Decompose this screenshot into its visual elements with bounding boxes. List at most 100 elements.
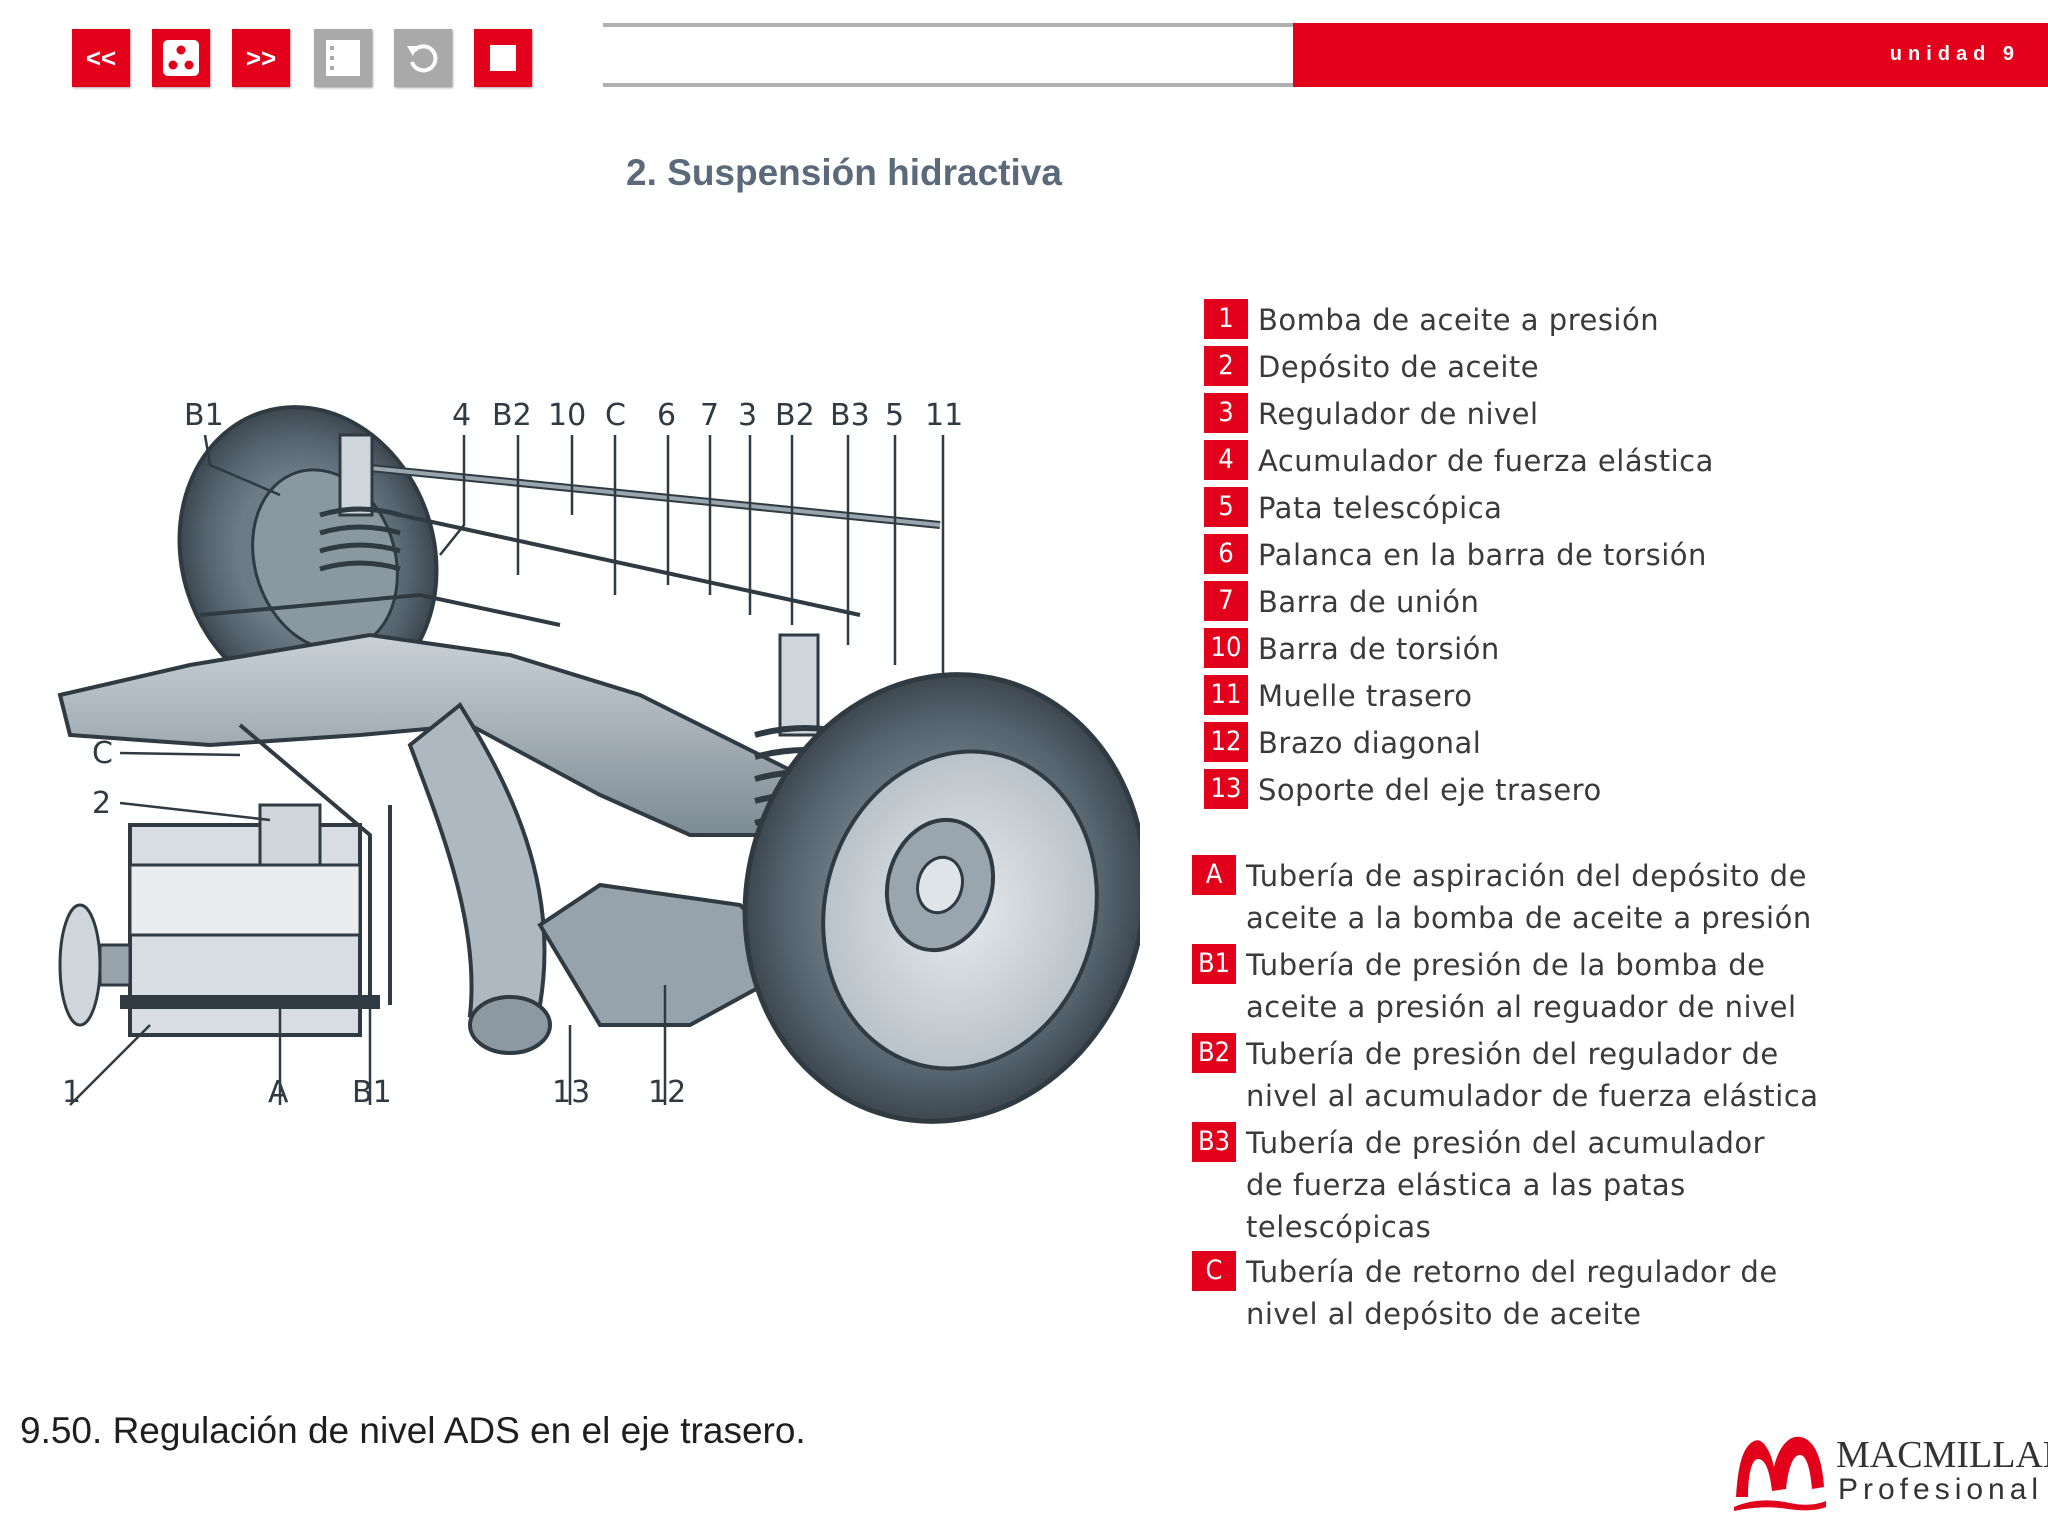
- stop-button[interactable]: [474, 29, 532, 87]
- rear-right-wheel: [742, 672, 1140, 1124]
- legend-badge: 6: [1204, 534, 1248, 574]
- legend-badge: 2: [1204, 346, 1248, 386]
- legend-line: nivel al depósito de aceite: [1246, 1297, 1642, 1331]
- fig-label-top-10: 5: [885, 398, 904, 433]
- fig-label-top-3: 10: [548, 398, 586, 433]
- legend-line: Tubería de presión del regulador de: [1246, 1037, 1779, 1071]
- legend-item: 12 Brazo diagonal: [1204, 722, 1481, 764]
- legend-text: Barra de unión: [1258, 585, 1480, 619]
- legend-text: Pata telescópica: [1258, 491, 1503, 525]
- unit-label: unidad 9: [1889, 43, 2020, 65]
- legend-badge: 13: [1204, 769, 1248, 809]
- legend-badge: 12: [1204, 722, 1248, 762]
- legend-text: Soporte del eje trasero: [1258, 773, 1602, 807]
- fig-label-bottom-0: 1: [62, 1075, 81, 1110]
- legend-item: 5 Pata telescópica: [1204, 487, 1502, 529]
- legend-pipe-item: A Tubería de aspiración del depósito de …: [1192, 855, 1812, 939]
- legend-line: de fuerza elástica a las patas: [1246, 1168, 1686, 1202]
- fig-label-top-6: 7: [700, 398, 719, 433]
- fig-label-top-9: B3: [830, 398, 870, 433]
- legend-item: 10 Barra de torsión: [1204, 628, 1500, 670]
- legend-text: Muelle trasero: [1258, 679, 1473, 713]
- legend-text: Acumulador de fuerza elástica: [1258, 444, 1714, 478]
- header-unit-bar: unidad 9: [1293, 23, 2048, 87]
- dice-icon: [163, 40, 199, 76]
- left-strut: [319, 433, 401, 572]
- legend-line: Tubería de presión del acumulador: [1246, 1126, 1766, 1160]
- logo-subtitle: Profesional: [1838, 1473, 2044, 1506]
- legend-text: Regulador de nivel: [1258, 397, 1539, 431]
- fig-label-top-4: C: [605, 398, 626, 433]
- undo-button[interactable]: [394, 29, 452, 87]
- legend-item: 1 Bomba de aceite a presión: [1204, 299, 1659, 341]
- leader-lines: [69, 434, 945, 1106]
- legend-badge: 11: [1204, 675, 1248, 715]
- fig-label-top-1: 4: [452, 398, 471, 433]
- legend-pipe-text: Tubería de presión del regulador de nive…: [1246, 1033, 1819, 1117]
- fig-label-top-5: 6: [657, 398, 676, 433]
- legend-pipe-text: Tubería de retorno del regulador de nive…: [1246, 1251, 1778, 1335]
- legend-pipe-item: C Tubería de retorno del regulador de ni…: [1192, 1251, 1778, 1335]
- contents-button[interactable]: [314, 29, 372, 87]
- legend-text: Brazo diagonal: [1258, 726, 1482, 760]
- legend-item: 13 Soporte del eje trasero: [1204, 769, 1602, 811]
- legend-pipe-item: B2 Tubería de presión del regulador de n…: [1192, 1033, 1819, 1117]
- legend-line: nivel al acumulador de fuerza elástica: [1246, 1079, 1819, 1113]
- index-button[interactable]: [152, 29, 210, 87]
- legend-text: Bomba de aceite a presión: [1258, 303, 1660, 337]
- macmillan-mark-icon: [1734, 1436, 1826, 1511]
- next-button[interactable]: >>: [232, 29, 290, 87]
- undo-arrow-icon: [407, 44, 438, 73]
- legend-badge: C: [1192, 1251, 1236, 1291]
- legend-pipe-text: Tubería de presión de la bomba de aceite…: [1246, 944, 1797, 1028]
- legend-item: 4 Acumulador de fuerza elástica: [1204, 440, 1714, 482]
- pipes-and-bars: [199, 461, 941, 1005]
- fig-label-bottom-2: B1: [352, 1075, 392, 1110]
- legend-badge: 1: [1204, 299, 1248, 339]
- page-title: 2. Suspensión hidractiva: [626, 152, 1062, 193]
- legend-badge: A: [1192, 855, 1236, 895]
- legend-item: 11 Muelle trasero: [1204, 675, 1472, 717]
- previous-button[interactable]: <<: [72, 29, 130, 87]
- legend-line: Tubería de retorno del regulador de: [1246, 1255, 1778, 1289]
- rear-axle-diagram: B1 4 B2 10 C 6 7 3 B2 B3 5 11 C 2 1 A B1…: [57, 398, 1140, 1124]
- legend-badge: 5: [1204, 487, 1248, 527]
- legend-item: 6 Palanca en la barra de torsión: [1204, 534, 1707, 576]
- fig-label-top-8: B2: [775, 398, 815, 433]
- legend-badge: 3: [1204, 393, 1248, 433]
- legend-badge: 4: [1204, 440, 1248, 480]
- fig-label-top-7: 3: [738, 398, 757, 433]
- stop-square-icon: [490, 45, 516, 71]
- fig-label-bottom-1: A: [268, 1075, 289, 1110]
- header-line: [603, 23, 1293, 87]
- fig-label-top-2: B2: [492, 398, 532, 433]
- legend-line: aceite a la bomba de aceite a presión: [1246, 901, 1812, 935]
- legend-badge: 10: [1204, 628, 1248, 668]
- legend-item: 7 Barra de unión: [1204, 581, 1479, 623]
- legend-pipe-item: B3 Tubería de presión del acumulador de …: [1192, 1122, 1765, 1248]
- legend-line: telescópicas: [1246, 1210, 1432, 1244]
- logo-name: MACMILLAN: [1836, 1434, 2048, 1476]
- fig-label-bottom-4: 12: [648, 1075, 686, 1110]
- next-label: >>: [245, 42, 277, 73]
- fig-label-side-0: C: [92, 736, 113, 771]
- legend-line: Tubería de aspiración del depósito de: [1246, 859, 1807, 893]
- legend-pipe-text: Tubería de aspiración del depósito de ac…: [1246, 855, 1812, 939]
- legend-text: Barra de torsión: [1258, 632, 1500, 666]
- pump-and-reservoir: [58, 803, 380, 1037]
- fig-label-top-0: B1: [184, 398, 224, 433]
- document-icon: [326, 40, 360, 76]
- legend-badge: 7: [1204, 581, 1248, 621]
- figure-labels: B1 4 B2 10 C 6 7 3 B2 B3 5 11 C 2 1 A B1…: [62, 398, 963, 1110]
- fig-label-top-11: 11: [925, 398, 963, 433]
- legend-badge: B3: [1192, 1122, 1236, 1162]
- legend-item: 2 Depósito de aceite: [1204, 346, 1539, 388]
- legend-badge: B1: [1192, 944, 1236, 984]
- figure-caption: 9.50. Regulación de nivel ADS en el eje …: [20, 1410, 806, 1451]
- legend-text: Depósito de aceite: [1258, 350, 1540, 384]
- legend-text: Palanca en la barra de torsión: [1258, 538, 1707, 572]
- legend-pipe-text: Tubería de presión del acumulador de fue…: [1246, 1122, 1765, 1248]
- legend-item: 3 Regulador de nivel: [1204, 393, 1539, 435]
- legend-line: Tubería de presión de la bomba de: [1246, 948, 1766, 982]
- legend-badge: B2: [1192, 1033, 1236, 1073]
